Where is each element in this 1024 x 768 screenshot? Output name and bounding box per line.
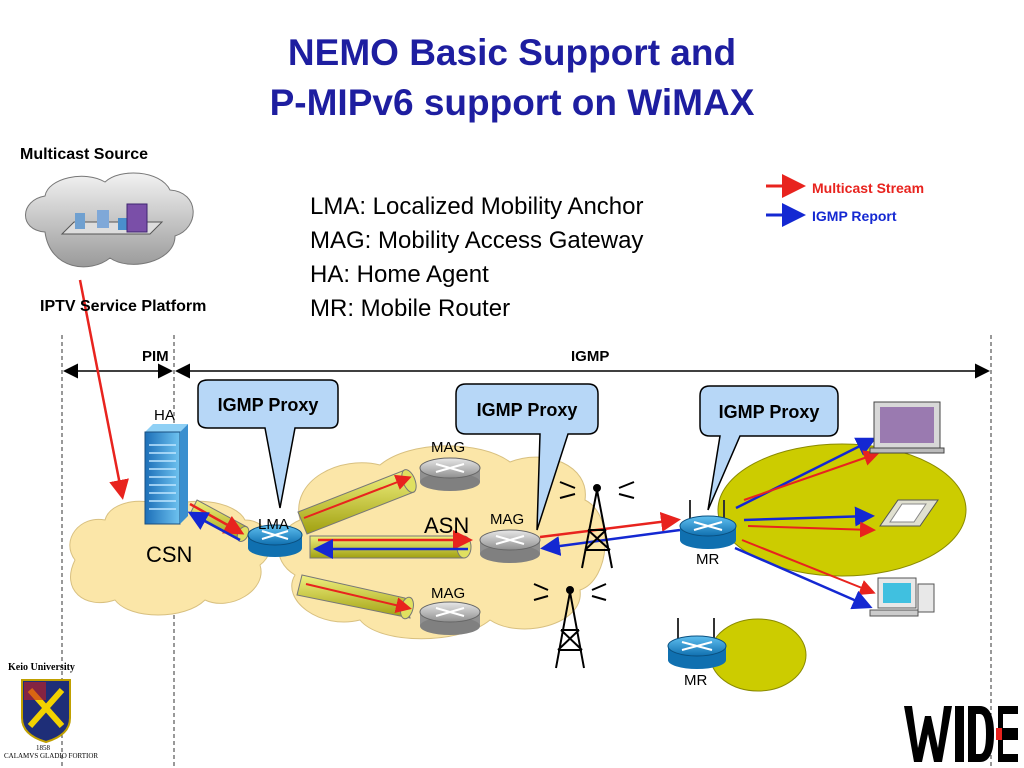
slide-title-line1: NEMO Basic Support and [287, 32, 737, 73]
igmp-proxy-text-mr: IGMP Proxy [718, 402, 820, 422]
igmp-label: IGMP [571, 348, 610, 365]
iptv-platform-label: IPTV Service Platform [40, 298, 207, 315]
mag-label-top: MAG [431, 439, 466, 456]
desktop-pc-icon [869, 577, 935, 617]
wimax-tower-upper-icon [559, 481, 635, 569]
pda-icon [879, 499, 939, 527]
mr-cloud-upper [717, 443, 967, 577]
igmp-proxy-text-lma: IGMP Proxy [217, 395, 319, 415]
igmp-proxy-text-mag: IGMP Proxy [476, 400, 578, 420]
mag-label-mid: MAG [490, 511, 525, 528]
source-to-csn-stream [78, 279, 129, 500]
mr-router-upper-icon [679, 500, 737, 549]
definition-ha: HA: Home Agent [310, 261, 489, 288]
mr-label-upper: MR [696, 551, 720, 568]
keio-name: Keio University [8, 662, 75, 673]
wide-logo [904, 706, 1018, 762]
mag-router-mid-icon [479, 529, 541, 563]
legend-igmp-report: IGMP Report [812, 208, 897, 224]
igmp-proxy-callout-lma [197, 379, 339, 509]
multicast-source-label: Multicast Source [20, 146, 149, 163]
definitions-list: LMA: Localized Mobility Anchor MAG: Mobi… [310, 190, 644, 326]
csn-label: CSN [146, 542, 193, 567]
multicast-source-cloud [25, 172, 194, 268]
mag-router-bottom-icon [419, 601, 481, 635]
keio-university-logo [21, 679, 71, 744]
ha-server-icon [144, 424, 188, 525]
keio-year: 1858 [36, 744, 50, 752]
ha-label: HA [154, 407, 175, 424]
flow-arrows [187, 437, 880, 614]
keio-motto: CALAMVS GLADIO FORTIOR [4, 752, 99, 760]
asn-label: ASN [424, 513, 470, 538]
pim-label: PIM [142, 348, 169, 365]
tv-icon [869, 401, 945, 454]
lma-label: LMA [258, 516, 289, 533]
legend-multicast-stream: Multicast Stream [812, 180, 925, 196]
mr-label-lower: MR [684, 672, 708, 689]
igmp-proxy-callout-mr [699, 385, 839, 511]
definition-mag: MAG: Mobility Access Gateway [310, 227, 644, 254]
definition-mr: MR: Mobile Router [310, 295, 511, 322]
mag-router-top-icon [419, 457, 481, 491]
mag-label-bottom: MAG [431, 585, 466, 602]
lma-router-icon [247, 524, 303, 557]
wimax-tower-lower-icon [533, 583, 607, 669]
slide-title-line2: P-MIPv6 support on WiMAX [269, 82, 755, 123]
mr-router-lower-icon [667, 618, 727, 669]
igmp-proxy-callout-mag [455, 383, 599, 531]
definition-lma: LMA: Localized Mobility Anchor [310, 193, 644, 220]
